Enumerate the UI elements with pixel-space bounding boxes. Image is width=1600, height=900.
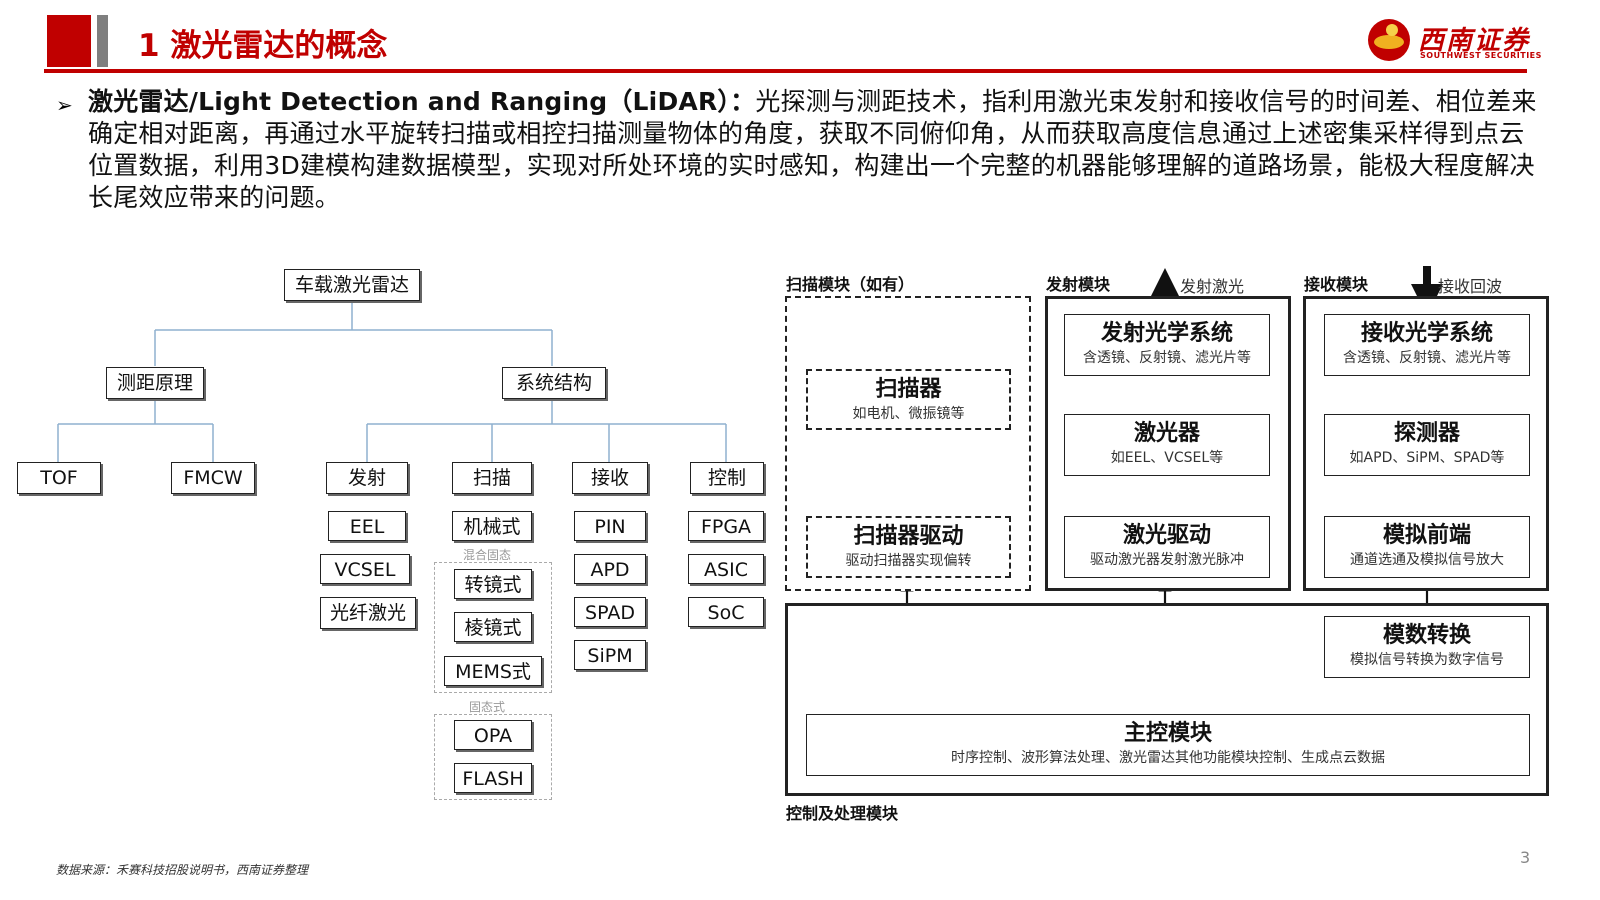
echo-label: 接收回波 — [1438, 277, 1503, 296]
detector-title: 探测器 — [1393, 421, 1460, 446]
header-divider — [44, 69, 1527, 73]
tx-optics-sub: 含透镜、反射镜、滤光片等 — [1083, 350, 1251, 366]
tree-emit-eel: EEL — [328, 511, 406, 541]
intro-term: 激光雷达/Light Detection and Ranging（LiDAR）： — [88, 87, 756, 116]
scanner-driver-title: 扫描器驱动 — [853, 524, 964, 549]
tree-emit-fiber: 光纤激光 — [320, 597, 416, 629]
tree-scan-mems: MEMS式 — [444, 656, 542, 686]
control-module-label: 控制及处理模块 — [786, 804, 899, 823]
tree-scan-rotating-mirror: 转镜式 — [454, 569, 532, 599]
scanner-sub: 如电机、微振镜等 — [852, 406, 965, 422]
tree-emit: 发射 — [326, 462, 408, 494]
tree-solid-group — [434, 714, 552, 800]
tree-solid-label: 固态式 — [469, 700, 506, 714]
adc-title: 模数转换 — [1382, 623, 1471, 648]
tree-control-soc: SoC — [688, 597, 764, 627]
afe-sub: 通道选通及模拟信号放大 — [1350, 552, 1504, 568]
tree-tof: TOF — [17, 462, 101, 494]
tree-receive-pin: PIN — [574, 511, 646, 541]
page-number: 3 — [1520, 848, 1531, 867]
adc-box: 模数转换 模拟信号转换为数字信号 — [1324, 616, 1530, 678]
laser-box: 激光器 如EEL、VCSEL等 — [1064, 414, 1270, 476]
emit-module-label: 发射模块 — [1046, 275, 1111, 294]
company-logo-icon — [1368, 19, 1410, 61]
tree-structure: 系统结构 — [502, 367, 606, 399]
tree-hybrid-label: 混合固态 — [463, 548, 512, 562]
bullet-arrow-icon: ➢ — [56, 93, 73, 117]
tree-emit-vcsel: VCSEL — [320, 554, 410, 584]
laser-title: 激光器 — [1133, 421, 1200, 446]
tree-scan: 扫描 — [452, 462, 532, 494]
tree-scan-opa: OPA — [454, 720, 532, 750]
scanner-driver-box: 扫描器驱动 驱动扫描器实现偏转 — [806, 516, 1011, 578]
laser-sub: 如EEL、VCSEL等 — [1110, 450, 1224, 466]
tree-receive-apd: APD — [574, 554, 646, 584]
tree-scan-flash: FLASH — [454, 763, 532, 793]
afe-box: 模拟前端 通道选通及模拟信号放大 — [1324, 516, 1530, 578]
tree-control: 控制 — [690, 462, 764, 494]
main-control-sub: 时序控制、波形算法处理、激光雷达其他功能模块控制、生成点云数据 — [951, 750, 1385, 766]
laser-driver-box: 激光驱动 驱动激光器发射激光脉冲 — [1064, 516, 1270, 578]
main-control-box: 主控模块 时序控制、波形算法处理、激光雷达其他功能模块控制、生成点云数据 — [806, 714, 1530, 776]
header-red-block — [47, 15, 91, 67]
tx-optics-box: 发射光学系统 含透镜、反射镜、滤光片等 — [1064, 314, 1270, 376]
intro-paragraph: 激光雷达/Light Detection and Ranging（LiDAR）：… — [88, 86, 1538, 214]
tree-ranging: 测距原理 — [106, 367, 204, 399]
header-gray-block — [97, 15, 108, 67]
receive-module-label: 接收模块 — [1304, 275, 1369, 294]
laser-driver-sub: 驱动激光器发射激光脉冲 — [1090, 552, 1244, 568]
tree-scan-prism: 棱镜式 — [454, 612, 532, 642]
detector-box: 探测器 如APD、SiPM、SPAD等 — [1324, 414, 1530, 476]
rx-optics-sub: 含透镜、反射镜、滤光片等 — [1343, 350, 1511, 366]
data-source-note: 数据来源：禾赛科技招股说明书，西南证券整理 — [56, 863, 309, 877]
tree-control-asic: ASIC — [688, 554, 764, 584]
rx-optics-title: 接收光学系统 — [1360, 321, 1493, 346]
tree-control-fpga: FPGA — [688, 511, 764, 541]
tree-fmcw: FMCW — [171, 462, 255, 494]
tree-scan-mechanical: 机械式 — [452, 511, 532, 541]
tree-root: 车载激光雷达 — [284, 269, 420, 301]
detector-sub: 如APD、SiPM、SPAD等 — [1349, 450, 1505, 466]
laser-driver-title: 激光驱动 — [1122, 523, 1211, 548]
main-control-title: 主控模块 — [1123, 721, 1212, 746]
adc-sub: 模拟信号转换为数字信号 — [1350, 652, 1504, 668]
scanner-title: 扫描器 — [875, 377, 942, 402]
intro-text: 光探测与测距技术，指利用激光束发射和接收信号的时间差、相位差来确定相对距离，再通… — [88, 87, 1537, 212]
tree-receive: 接收 — [572, 462, 648, 494]
company-name-en: SOUTHWEST SECURITIES — [1420, 51, 1542, 60]
tree-receive-spad: SPAD — [574, 597, 646, 627]
scanner-box: 扫描器 如电机、微振镜等 — [806, 369, 1011, 430]
scan-module-label: 扫描模块（如有） — [786, 275, 915, 294]
scanner-driver-sub: 驱动扫描器实现偏转 — [845, 553, 972, 569]
tree-receive-sipm: SiPM — [574, 640, 646, 670]
rx-optics-box: 接收光学系统 含透镜、反射镜、滤光片等 — [1324, 314, 1530, 376]
afe-title: 模拟前端 — [1382, 523, 1471, 548]
tree-hybrid-group — [434, 562, 552, 693]
emit-laser-label: 发射激光 — [1180, 277, 1245, 296]
company-name-cn: 西南证券 — [1418, 26, 1531, 56]
page-title: 1 激光雷达的概念 — [138, 28, 388, 64]
tx-optics-title: 发射光学系统 — [1100, 321, 1233, 346]
